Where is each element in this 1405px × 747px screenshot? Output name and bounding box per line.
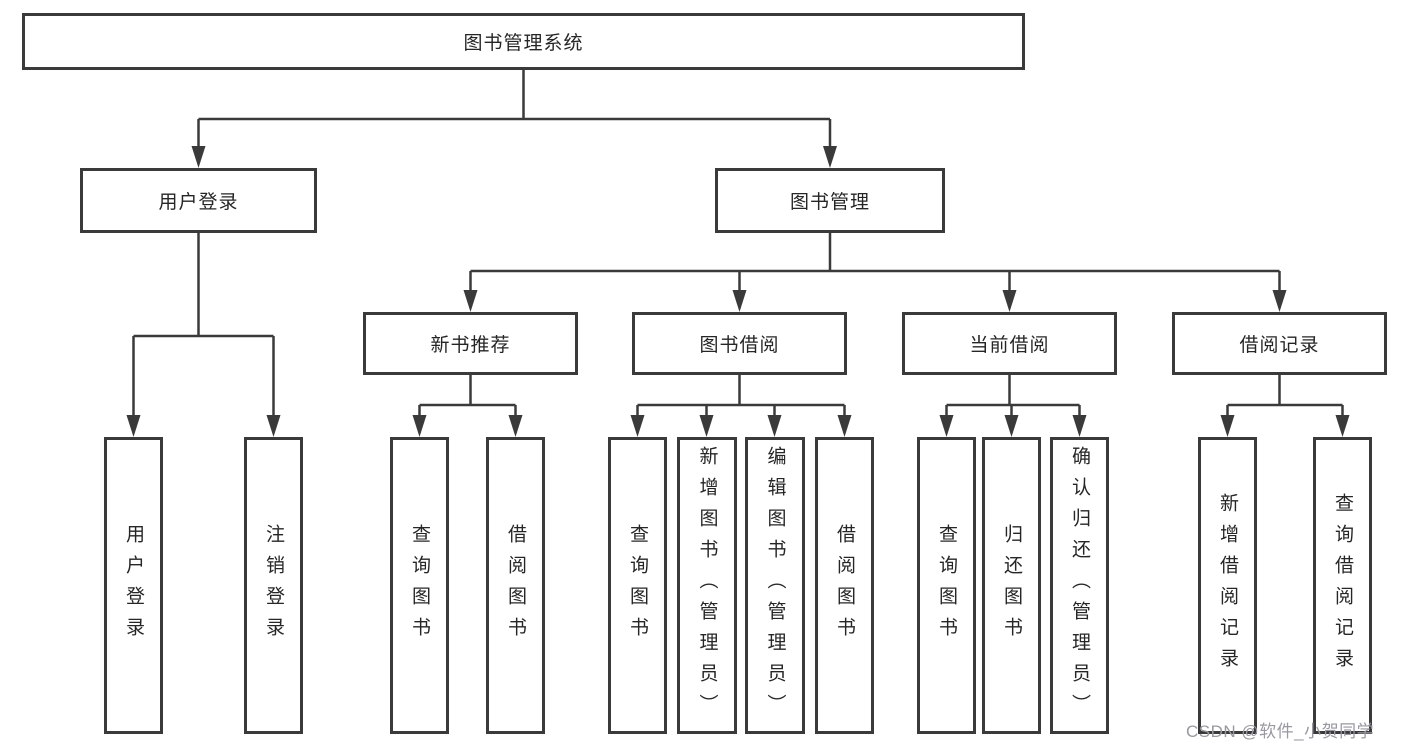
node-leaf-add-books-admin: 新增图书（管理员）: [677, 437, 737, 734]
node-leaf-edit-books-admin: 编辑图书（管理员）: [745, 437, 805, 734]
node-leaf-query-borrow-record: 查询借阅记录: [1313, 437, 1372, 734]
node-current-borrowing: 当前借阅: [902, 312, 1117, 375]
node-leaf-confirm-return-admin: 确认归还（管理员）: [1050, 437, 1109, 734]
node-leaf-add-borrow-record: 新增借阅记录: [1198, 437, 1257, 734]
node-leaf-user-login: 用户登录: [104, 437, 163, 734]
node-leaf-borrow-books-recommend: 借阅图书: [486, 437, 545, 734]
node-user-login: 用户登录: [80, 168, 317, 233]
watermark-text: CSDN @软件_小贺同学: [1186, 722, 1375, 741]
node-leaf-logout: 注销登录: [244, 437, 303, 734]
node-book-borrowing: 图书借阅: [632, 312, 847, 375]
node-new-book-recommend: 新书推荐: [363, 312, 578, 375]
arrowheads: [126, 146, 1350, 437]
node-leaf-return-books: 归还图书: [982, 437, 1041, 734]
node-library-system: 图书管理系统: [22, 13, 1025, 70]
node-leaf-query-books-borrowing: 查询图书: [608, 437, 667, 734]
node-leaf-query-books-recommend: 查询图书: [390, 437, 449, 734]
node-leaf-borrow-books: 借阅图书: [815, 437, 874, 734]
node-borrowing-records: 借阅记录: [1172, 312, 1387, 375]
node-leaf-query-books-current: 查询图书: [917, 437, 976, 734]
node-book-management: 图书管理: [715, 168, 945, 233]
